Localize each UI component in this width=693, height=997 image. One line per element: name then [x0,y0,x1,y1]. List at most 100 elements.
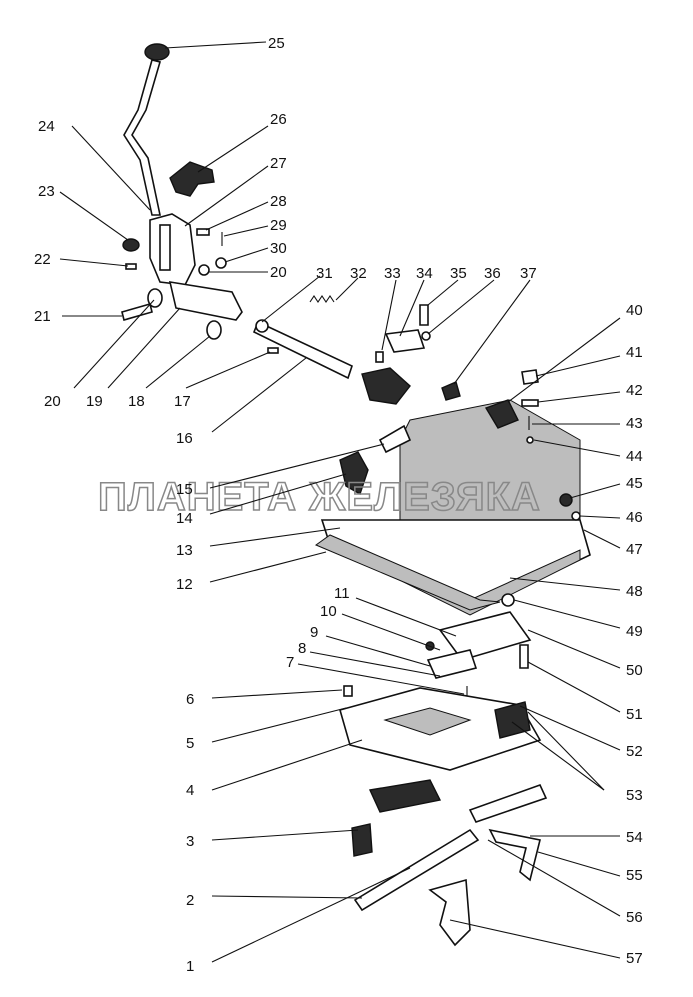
nut-30 [215,257,227,269]
leader-57 [449,919,621,959]
leader-26 [197,125,269,173]
bolt-35 [419,304,429,326]
leader-4 [211,739,363,791]
leader-33 [381,279,397,351]
label-21: 21 [34,308,51,325]
leader-32 [335,277,359,301]
label-35: 35 [450,265,467,282]
leader-40 [507,317,621,403]
label-51: 51 [626,706,643,723]
leader-47 [583,529,621,549]
label-20a: 20 [270,264,287,281]
leader-55 [537,851,621,877]
label-15: 15 [176,481,193,498]
leader-14 [209,473,347,515]
bolt-21 [121,303,153,321]
leader-31 [261,275,321,323]
leader-25 [164,41,267,49]
gasket-12 [314,534,501,611]
label-49: 49 [626,623,643,640]
fork-pad-3 [351,823,373,857]
plate-9 [426,649,478,679]
label-23: 23 [38,183,55,200]
bolt-41 [521,369,539,385]
label-18: 18 [128,393,145,410]
lever-shaft [168,281,243,321]
label-5: 5 [186,735,194,752]
leader-11 [355,597,457,637]
leader-12 [209,551,327,583]
leader-5 [211,707,347,743]
leader-45 [569,483,621,499]
leader-27 [184,165,269,227]
leader-53b [511,721,605,791]
leader-46 [579,515,621,519]
fork-57 [428,878,471,947]
label-56: 56 [626,909,643,926]
leader-13 [209,527,341,547]
label-4: 4 [186,782,194,799]
frame-opening [383,707,472,736]
cap-23 [122,238,140,252]
breather-40 [484,399,519,429]
label-47: 47 [626,541,643,558]
rod-54 [468,784,548,823]
leader-16 [211,357,307,433]
leader-18 [145,335,211,389]
label-20b: 20 [44,393,61,410]
ring-18 [206,320,222,340]
nut-46 [571,511,581,521]
leader-7 [297,663,465,695]
key-17 [267,347,279,354]
label-53: 53 [626,787,643,804]
label-6: 6 [186,691,194,708]
leader-48 [509,577,621,591]
label-36: 36 [484,265,501,282]
leader-52 [519,705,621,751]
label-22: 22 [34,251,51,268]
label-11: 11 [334,585,350,602]
label-45: 45 [626,475,643,492]
label-33: 33 [384,265,401,282]
label-28: 28 [270,193,287,210]
leader-53a [527,711,605,791]
leader-10 [341,613,441,651]
label-34: 34 [416,265,433,282]
leader-9 [325,635,431,667]
label-10: 10 [320,603,337,620]
label-41: 41 [626,344,643,361]
lever-boot [169,161,215,197]
leader-30 [224,247,269,263]
lever-bracket [149,213,196,286]
leader-22 [59,258,129,267]
pin-28 [196,228,210,236]
label-52: 52 [626,743,643,760]
label-1: 1 [186,958,194,975]
screw-33 [375,351,384,363]
leader-28 [205,201,269,231]
gear-lever-assembly [121,43,243,340]
leader-56 [487,839,621,917]
leader-6 [211,689,343,699]
spring-32 [309,295,335,303]
wingnut-49 [501,593,515,607]
label-19: 19 [86,393,103,410]
leader-24 [71,125,151,211]
label-8: 8 [298,640,306,657]
label-57: 57 [626,950,643,967]
shift-frame-assembly [339,685,548,947]
leader-3 [211,829,359,841]
shaft-16 [252,320,353,380]
label-12: 12 [176,576,193,593]
label-55: 55 [626,867,643,884]
switch-15 [378,424,412,454]
label-31: 31 [316,265,333,282]
fork-55 [488,828,541,882]
leader-29 [223,225,269,237]
label-54: 54 [626,829,643,846]
bolt-51 [519,644,529,669]
leader-19 [107,307,181,389]
leader-20b [73,299,155,389]
label-50: 50 [626,662,643,679]
label-9: 9 [310,624,318,641]
